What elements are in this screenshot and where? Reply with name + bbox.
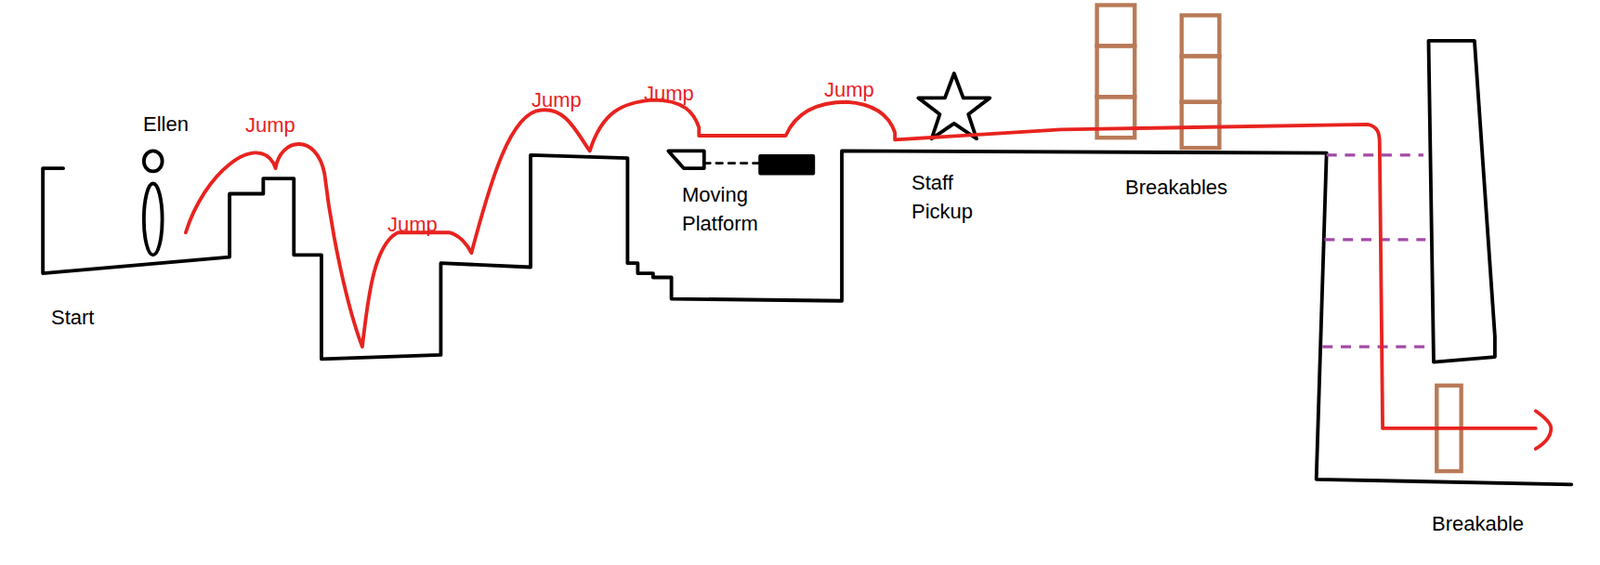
moving-platform [760, 156, 814, 174]
object-label: Breakable [1431, 510, 1524, 539]
jump-note: Jump [387, 210, 438, 240]
character-name: Ellen [143, 110, 189, 140]
player-route [185, 100, 1536, 429]
climb-ledge [1326, 153, 1424, 157]
breakable-block [1181, 14, 1220, 56]
jump-note: Jump [531, 86, 582, 116]
breakable-block [1181, 102, 1220, 148]
jump-note: Jump [245, 111, 296, 141]
jump-note: Jump [643, 79, 695, 109]
object-label: Breakables [1125, 173, 1228, 203]
jump-note: Jump [824, 76, 875, 105]
object-label: Moving Platform [681, 181, 776, 239]
ellen-head [144, 150, 163, 171]
route-arrowhead [1535, 410, 1551, 449]
staff-pickup-star [918, 73, 990, 139]
climb-ledge [1324, 237, 1426, 241]
breakable-block [1097, 4, 1136, 46]
ellen-body [144, 183, 163, 256]
area-label: Start [51, 303, 94, 333]
breakable-block [1097, 45, 1136, 97]
moving-platform-start [668, 150, 704, 169]
pickup-label: Staff Pickup [911, 169, 992, 227]
terrain-outline [42, 150, 1572, 485]
breakable-block [1181, 55, 1220, 102]
tall-pillar [1429, 40, 1496, 363]
climb-ledge [1322, 344, 1430, 348]
moving-platform-track [704, 161, 761, 165]
breakable-block [1097, 96, 1136, 138]
